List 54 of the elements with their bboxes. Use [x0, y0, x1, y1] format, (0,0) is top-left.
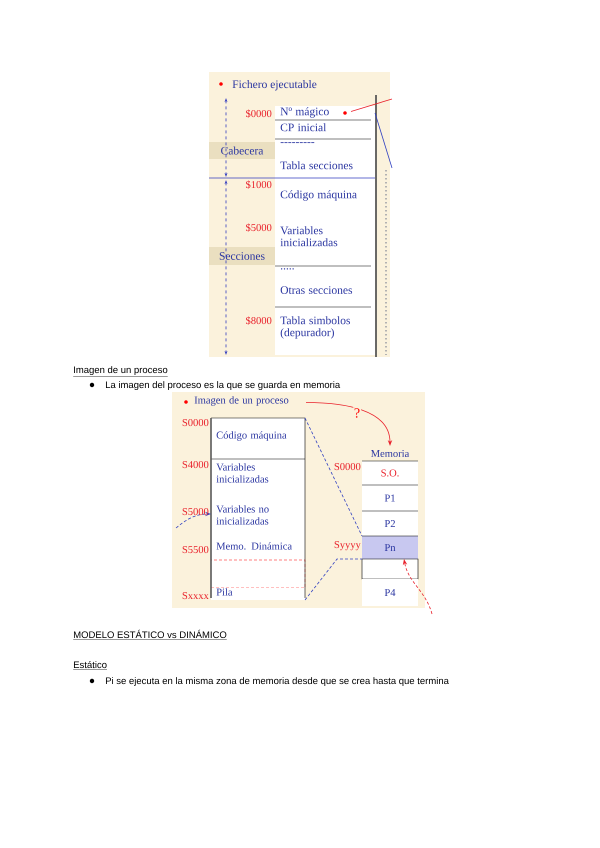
node-label: Tabla secciones [280, 161, 353, 170]
address-label: $8000 [246, 316, 272, 325]
node-label: P1 [384, 494, 395, 502]
address-label: Sxxxx [182, 592, 209, 600]
table-cell: S.O. [362, 461, 418, 485]
bullet-item: Pi se ejecuta en la misma zona de memoria desde que se crea hasta que termina [90, 677, 449, 686]
table-cell: Código máquina [211, 418, 305, 459]
empty-cell [362, 558, 418, 580]
text-label: Imagen de un proceso [194, 396, 288, 406]
node-label: Variables inicializadas [280, 226, 338, 246]
table-cell: ..... Otras secciones [275, 266, 375, 307]
connector-line [374, 112, 392, 168]
connector-line [304, 418, 362, 536]
table-cell: P1 [362, 485, 418, 511]
connector-line [304, 558, 362, 600]
bullet-item: La imagen del proceso es la que se guarda en memoria [90, 381, 340, 390]
node-label: Pila [216, 588, 232, 596]
table-cell: Nº mágico [275, 106, 375, 120]
table-cell: P4 [362, 579, 418, 606]
node-label: CP inicial [280, 123, 326, 132]
node-label: Variables inicializadas [216, 463, 268, 483]
address-label: S4000 [182, 461, 208, 468]
slide-title: Fichero ejecutable [219, 80, 316, 90]
table-cell: Pila [211, 588, 305, 600]
section-tag: Cabecera [209, 142, 275, 159]
table-cell: P2 [362, 511, 418, 536]
node-label: P4 [384, 589, 396, 596]
node-label: Código máquina [216, 431, 286, 441]
section-heading: Imagen de un proceso [73, 366, 168, 377]
address-label: S5500 [182, 546, 208, 554]
node-label: Código máquina [280, 190, 357, 201]
node-label: S.O. [381, 469, 399, 477]
node-label: Nº mágico [280, 107, 329, 118]
section-heading: Estático [73, 661, 108, 670]
address-label: Syyyy [334, 541, 361, 550]
section-heading: MODELO ESTÁTICO vs DINÁMICO [73, 630, 227, 640]
node-label: Tabla simbolos (depurador) [280, 316, 350, 339]
table-cell: Tabla simbolos (depurador) [275, 307, 375, 355]
address-label: $0000 [246, 109, 272, 118]
node-label: --------- [280, 142, 314, 144]
text-label: Memoria [371, 450, 410, 458]
table-cell: CP inicial [275, 120, 375, 139]
address-label: S0000 [334, 463, 360, 470]
address-label: $1000 [246, 180, 272, 189]
table-cell: Pn [362, 536, 418, 559]
node-label: Memo. Dinámica [216, 542, 292, 550]
address-label: S5000 [182, 508, 208, 516]
node-label: P2 [384, 520, 395, 527]
address-label: $5000 [246, 223, 272, 232]
node-label: Otras secciones [280, 286, 352, 294]
node-label: ..... [280, 268, 294, 270]
node-label: Variables no inicializadas [216, 505, 269, 525]
section-tag: Secciones [209, 247, 275, 265]
connector-line [350, 98, 392, 112]
